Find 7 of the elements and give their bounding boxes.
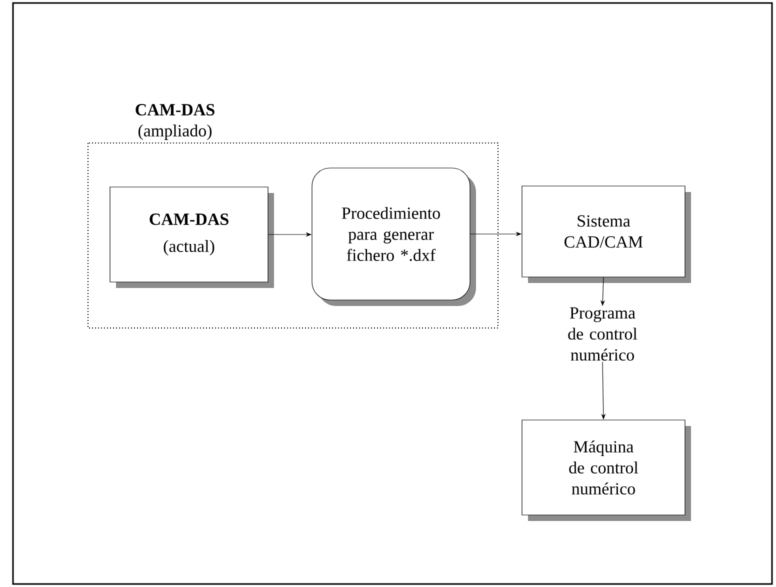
node-label: CAM-DAS <box>136 104 214 116</box>
node-label: (ampliado) <box>138 124 212 140</box>
output-text: Programa de control numérico <box>568 307 638 361</box>
process-box: Máquina de control numérico <box>522 420 691 521</box>
process-box: CAM-DAS (actual) <box>110 186 274 288</box>
process-box: Sistema CAD/CAM <box>522 186 691 283</box>
rounded-process-box: Procedimiento para generar fichero *.dxf <box>312 168 476 306</box>
